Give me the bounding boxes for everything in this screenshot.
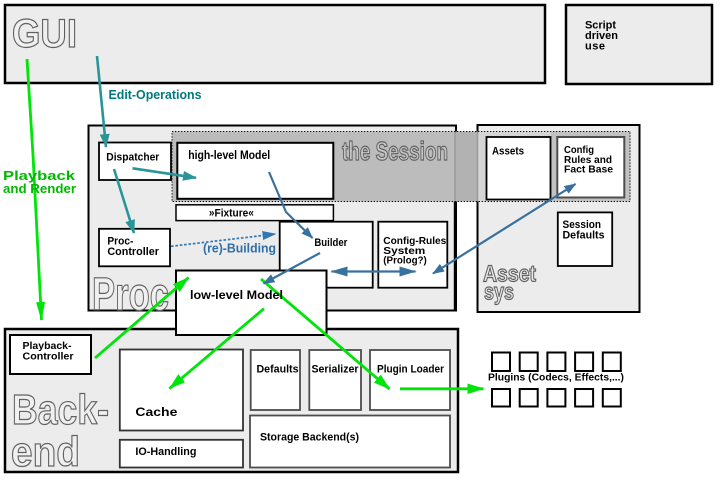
svg-text:Playback-: Playback-	[23, 340, 73, 352]
svg-text:Defaults: Defaults	[563, 230, 605, 242]
svg-text:high-level Model: high-level Model	[188, 148, 270, 162]
svg-text:Storage Backend(s): Storage Backend(s)	[260, 432, 359, 444]
svg-text:Serializer: Serializer	[312, 364, 360, 376]
svg-text:(re)-Building: (re)-Building	[203, 241, 276, 256]
svg-text:IO-Handling: IO-Handling	[135, 446, 196, 458]
svg-text:Proc: Proc	[92, 268, 169, 320]
svg-text:end: end	[11, 428, 80, 475]
svg-text:Controller: Controller	[107, 246, 159, 258]
svg-text:Plugins (Codecs, Effects,...): Plugins (Codecs, Effects,...)	[488, 373, 624, 384]
svg-text:sys: sys	[484, 279, 514, 305]
svg-text:Config-Rules: Config-Rules	[383, 235, 446, 247]
svg-text:Plugin Loader: Plugin Loader	[377, 364, 445, 376]
svg-text:(Prolog?): (Prolog?)	[383, 254, 427, 266]
svg-text:Rules and: Rules and	[564, 154, 612, 166]
svg-text:Config: Config	[564, 144, 594, 156]
svg-text:Session: Session	[563, 219, 602, 231]
svg-text:Proc-: Proc-	[107, 235, 133, 247]
svg-text:System: System	[383, 245, 425, 257]
svg-text:low-level Model: low-level Model	[190, 288, 283, 302]
svg-text:Dispatcher: Dispatcher	[106, 152, 160, 164]
svg-text:Back-: Back-	[12, 386, 109, 433]
svg-text:Cache: Cache	[135, 407, 177, 419]
svg-text:Assets: Assets	[492, 146, 524, 158]
svg-text:Edit-Operations: Edit-Operations	[109, 88, 202, 102]
svg-text:use: use	[585, 41, 605, 53]
svg-text:GUI: GUI	[12, 12, 77, 56]
svg-text:Defaults: Defaults	[257, 364, 299, 376]
svg-text:Playback: Playback	[3, 169, 75, 183]
svg-text:Controller: Controller	[23, 351, 74, 363]
svg-text:the Session: the Session	[342, 136, 448, 166]
svg-text:and Render: and Render	[3, 182, 76, 196]
svg-text:Script: Script	[585, 19, 616, 31]
svg-text:driven: driven	[585, 30, 618, 42]
svg-text:Fact Base: Fact Base	[564, 164, 613, 176]
svg-text:Builder: Builder	[314, 237, 348, 249]
svg-text:»Fixture«: »Fixture«	[209, 208, 254, 220]
